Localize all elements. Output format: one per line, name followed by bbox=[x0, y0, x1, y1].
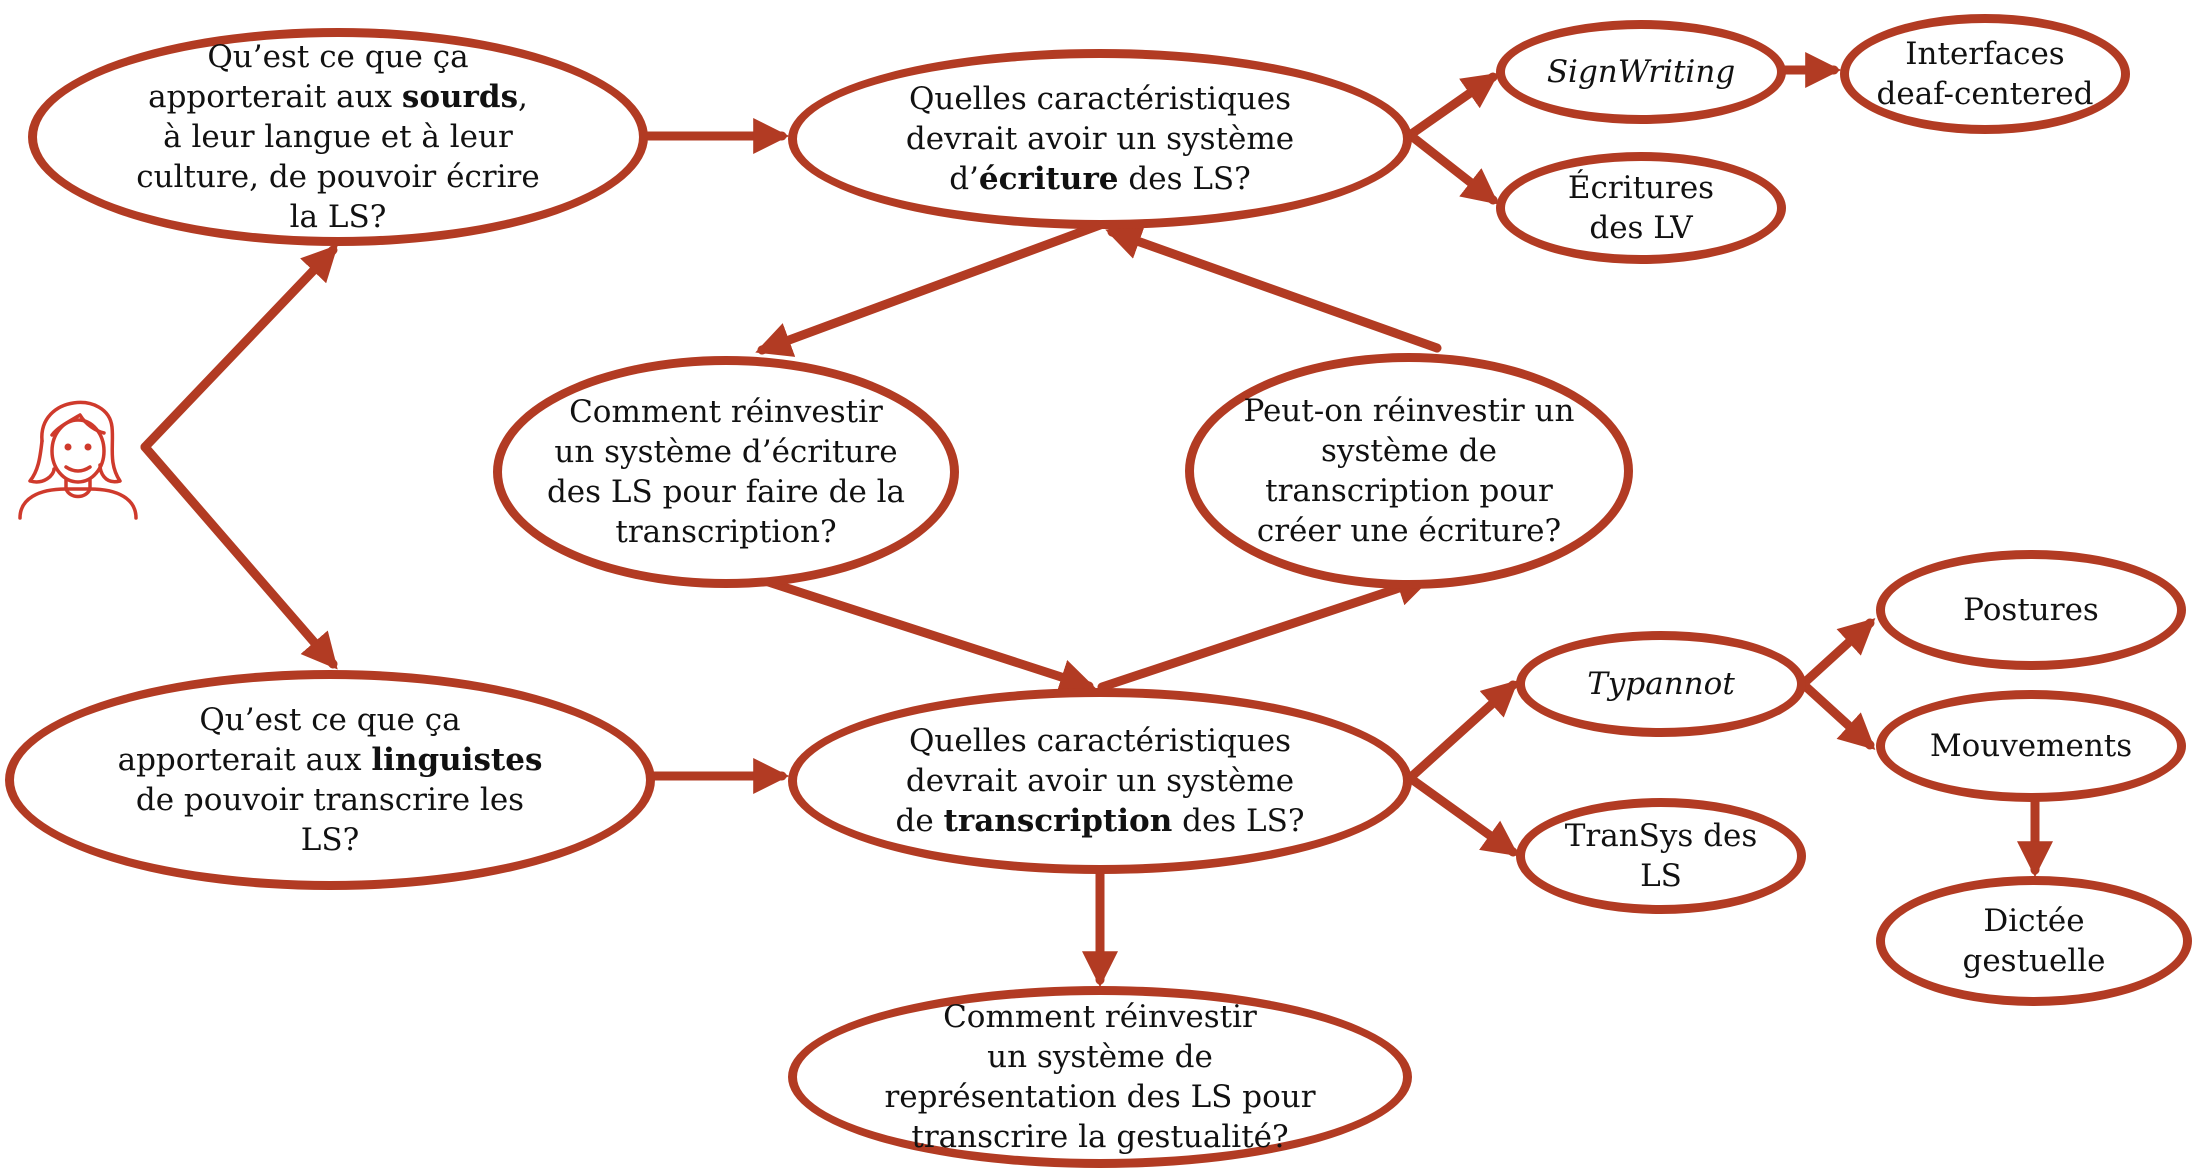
node-gestualite-text: Comment réinvestir un système de représe… bbox=[884, 999, 1316, 1155]
arrow-reinvestir-transcription-to-ecriture bbox=[1105, 224, 1442, 353]
arrow-typannot-to-postures bbox=[1798, 618, 1876, 689]
node-caracteristiques-transcription: Quelles caractéristiques devrait avoir u… bbox=[788, 688, 1412, 874]
arrow-transcription-to-reinvestir-transcription bbox=[1097, 571, 1433, 692]
node-signwriting: SignWriting bbox=[1496, 20, 1786, 124]
arrow-transcription-to-transys bbox=[1405, 773, 1519, 857]
arrow-person-to-linguistes bbox=[140, 442, 338, 670]
node-caracteristiques-ecriture: Quelles caractéristiques devrait avoir u… bbox=[788, 49, 1412, 229]
node-caracteristiques-transcription-text: Quelles caractéristiques devrait avoir u… bbox=[895, 723, 1305, 839]
node-gestualite: Comment réinvestir un système de représe… bbox=[788, 986, 1412, 1168]
arrow-person-to-sourds bbox=[140, 244, 338, 452]
node-postures: Postures bbox=[1876, 550, 2186, 670]
node-signwriting-text: SignWriting bbox=[1546, 54, 1736, 90]
node-question-sourds: Qu’est ce que ça apporterait aux sourds,… bbox=[28, 28, 648, 246]
node-typannot: Typannot bbox=[1516, 631, 1806, 737]
node-reinvestir-transcription: Peut-on réinvestir un système de transcr… bbox=[1185, 353, 1633, 589]
node-reinvestir-transcription-text: Peut-on réinvestir un système de transcr… bbox=[1243, 393, 1575, 549]
arrow-typannot-to-mouvements bbox=[1798, 679, 1876, 750]
arrow-transcription-to-typannot bbox=[1405, 680, 1519, 783]
node-ecritures-lv-text: Écritures des LV bbox=[1567, 170, 1715, 246]
node-transys: TranSys des LS bbox=[1516, 798, 1806, 914]
node-postures-text: Postures bbox=[1963, 592, 2099, 628]
node-ecritures-lv: Écritures des LV bbox=[1496, 152, 1786, 264]
node-reinvestir-ecriture: Comment réinvestir un système d’écriture… bbox=[493, 356, 959, 588]
arrow-ecriture-to-signwriting bbox=[1405, 72, 1499, 140]
node-dictee-gestuelle: Dictée gestuelle bbox=[1876, 876, 2192, 1006]
arrow-ecriture-to-ecritures-lv bbox=[1405, 130, 1499, 205]
arrow-ecriture-to-reinvestir-ecriture bbox=[755, 220, 1105, 357]
node-question-linguistes: Qu’est ce que ça apporterait aux linguis… bbox=[5, 670, 655, 890]
node-transys-text: TranSys des LS bbox=[1564, 818, 1758, 894]
node-dictee-gestuelle-text: Dictée gestuelle bbox=[1962, 903, 2106, 979]
woman-user-icon bbox=[18, 400, 138, 520]
node-caracteristiques-ecriture-text: Quelles caractéristiques devrait avoir u… bbox=[905, 81, 1295, 197]
arrow-reinvestir-ecriture-to-transcription bbox=[751, 573, 1096, 695]
node-typannot-text: Typannot bbox=[1587, 666, 1735, 702]
node-question-sourds-text: Qu’est ce que ça apporterait aux sourds,… bbox=[136, 39, 540, 235]
node-interfaces-deaf-centered: Interfaces deaf-centered bbox=[1840, 14, 2130, 134]
node-interfaces-deaf-centered-text: Interfaces deaf-centered bbox=[1876, 36, 2094, 112]
node-reinvestir-ecriture-text: Comment réinvestir un système d’écriture… bbox=[546, 394, 906, 550]
node-mouvements-text: Mouvements bbox=[1929, 728, 2133, 764]
node-question-linguistes-text: Qu’est ce que ça apporterait aux linguis… bbox=[117, 702, 543, 858]
node-mouvements: Mouvements bbox=[1876, 690, 2186, 802]
